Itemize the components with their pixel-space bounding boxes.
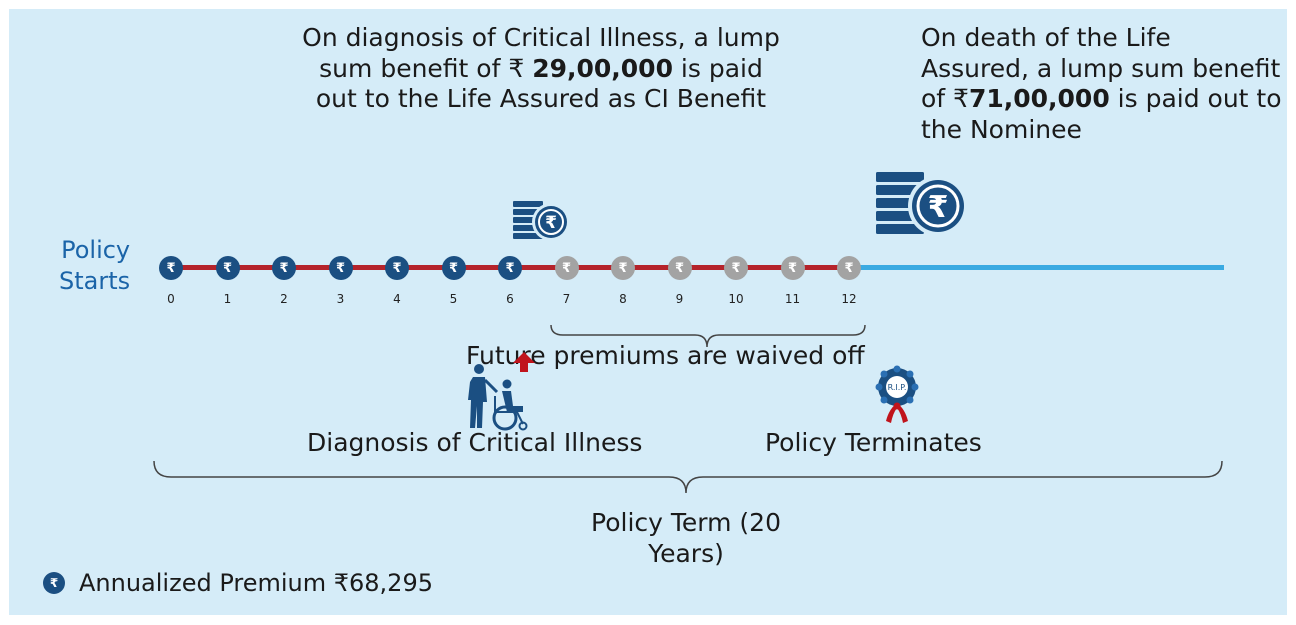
policy-term-label: Policy Term (20 Years) (562, 508, 810, 569)
ci-text-post: is paid out to the Life Assured as CI Be… (315, 53, 767, 114)
ci-benefit-text: On diagnosis of Critical Illness, a lump… (297, 23, 785, 115)
year-tick-label: 5 (449, 292, 458, 306)
policy-term-line2: Years) (648, 538, 724, 568)
ci-benefit-amount: 29,00,000 (532, 53, 673, 83)
red-up-arrow-icon (513, 352, 535, 372)
diagram-canvas: On diagnosis of Critical Illness, a lump… (9, 9, 1287, 615)
year-tick-label: 11 (784, 292, 801, 306)
rip-text: R.I.P. (888, 383, 907, 392)
paid-premium-coin: ₹ (159, 256, 183, 280)
paid-premium-coin: ₹ (498, 256, 522, 280)
waived-premium-coin: ₹ (837, 256, 861, 280)
policy-starts-line1: Policy (61, 236, 131, 264)
waiver-label: Future premiums are waived off (466, 341, 865, 370)
paid-premium-coin: ₹ (385, 256, 409, 280)
legend: ₹ Annualized Premium ₹68,295 (43, 569, 433, 597)
legend-rupee-coin-icon: ₹ (43, 572, 65, 594)
year-tick-label: 0 (167, 292, 175, 306)
waiver-bracket (550, 324, 866, 348)
year-tick-label: 12 (841, 292, 857, 306)
legend-label: Annualized Premium ₹68,295 (79, 569, 433, 597)
policy-term-bracket (153, 460, 1223, 494)
timeline-after-line (846, 265, 1224, 270)
year-tick-label: 9 (675, 292, 684, 306)
policy-term-line1: Policy Term (20 (591, 508, 781, 537)
death-benefit-text: On death of the Life Assured, a lump sum… (921, 23, 1286, 145)
diagnosis-label: Diagnosis of Critical Illness (307, 428, 643, 457)
wheelchair-icon (468, 364, 528, 431)
waived-premium-coin: ₹ (780, 256, 805, 280)
year-tick-label: 3 (336, 292, 345, 306)
waived-premium-coin: ₹ (611, 256, 635, 280)
year-tick-label: 10 (728, 292, 744, 306)
svg-text:₹: ₹ (928, 190, 949, 225)
death-text-post: is paid out to the Nominee (921, 84, 1282, 144)
policy-terminates-label: Policy Terminates (765, 428, 982, 457)
year-tick-label: 1 (223, 292, 232, 306)
paid-premium-coin: ₹ (215, 256, 240, 280)
year-tick-label: 6 (506, 292, 514, 306)
svg-text:₹: ₹ (545, 213, 557, 233)
policy-starts-label: Policy Starts (59, 235, 130, 297)
year-tick-label: 2 (280, 292, 288, 306)
year-tick-label: 4 (393, 292, 401, 306)
ci-text-pre: On diagnosis of Critical Illness, a lump… (302, 23, 780, 83)
paid-premium-coin: ₹ (272, 256, 296, 280)
coin-stack-rupee-icon: ₹ (513, 201, 570, 241)
waived-premium-coin: ₹ (554, 256, 579, 280)
death-text-pre: On death of the Life Assured, a lump sum… (921, 23, 1281, 113)
policy-starts-line2: Starts (59, 267, 131, 296)
death-benefit-amount: 71,00,000 (968, 84, 1110, 113)
rip-wreath-icon: R.I.P. (875, 365, 919, 423)
waived-premium-coin: ₹ (724, 256, 748, 280)
waived-premium-coin: ₹ (667, 256, 692, 280)
year-tick-label: 8 (619, 292, 627, 306)
paid-premium-coin: ₹ (328, 256, 353, 280)
coin-stack-rupee-icon-large: ₹ (876, 172, 968, 236)
year-tick-label: 7 (562, 292, 571, 306)
paid-premium-coin: ₹ (441, 256, 466, 280)
